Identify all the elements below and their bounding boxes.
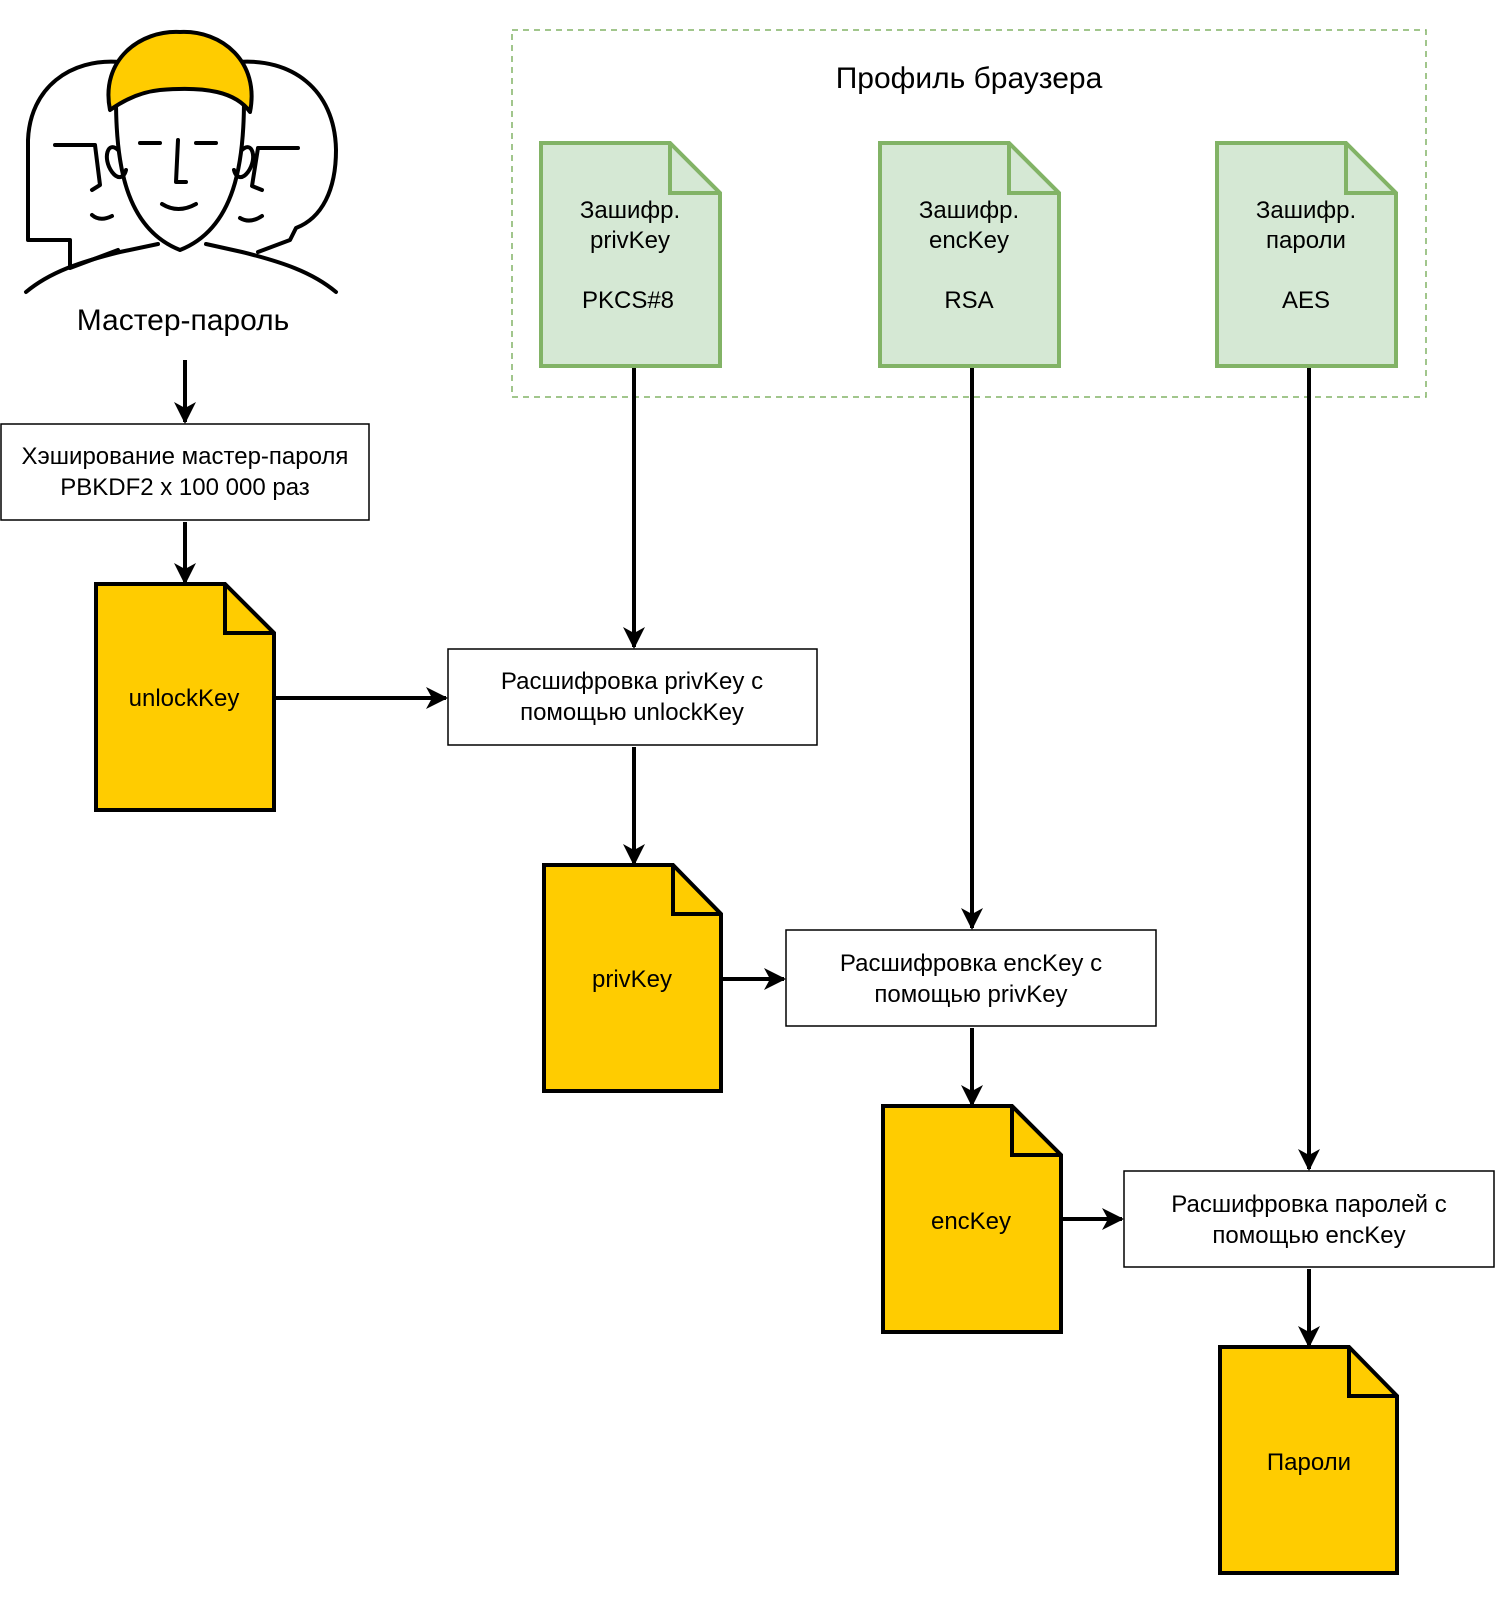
doc-line2: пароли xyxy=(1266,227,1346,254)
process-line2: помощью privKey xyxy=(874,981,1067,1008)
key-label: privKey xyxy=(592,966,672,993)
encrypted-passwords-doc: Зашифр. пароли AES xyxy=(1215,141,1398,368)
encrypted-privkey-doc: Зашифр. privKey PKCS#8 xyxy=(539,141,722,368)
connectors xyxy=(174,360,1320,1348)
decrypt-enckey-box: Расшифровка encKey с помощью privKey xyxy=(785,929,1157,1027)
key-label: unlockKey xyxy=(129,685,240,712)
decrypt-privkey-box: Расшифровка privKey с помощью unlockKey xyxy=(447,648,818,746)
doc-line2: privKey xyxy=(590,227,670,254)
process-line1: Хэширование мастер-пароля xyxy=(22,443,349,470)
key-label: Пароли xyxy=(1267,1449,1351,1476)
process-line2: помощью encKey xyxy=(1212,1222,1405,1249)
master-password-label: Мастер-пароль xyxy=(77,304,290,337)
priv-key-doc: privKey xyxy=(542,863,723,1093)
doc-algorithm: AES xyxy=(1282,287,1330,314)
decrypt-passwords-box: Расшифровка паролей с помощью encKey xyxy=(1123,1170,1495,1268)
doc-algorithm: RSA xyxy=(944,287,993,314)
doc-line1: Зашифр. xyxy=(1256,197,1356,224)
process-line2: помощью unlockKey xyxy=(520,699,744,726)
enc-key-doc: encKey xyxy=(881,1104,1063,1334)
browser-profile-group xyxy=(511,29,1427,398)
process-line1: Расшифровка privKey с xyxy=(501,668,763,695)
doc-line1: Зашифр. xyxy=(580,197,680,224)
process-line1: Расшифровка encKey с xyxy=(840,950,1102,977)
encrypted-enckey-doc: Зашифр. encKey RSA xyxy=(878,141,1061,368)
doc-line2: encKey xyxy=(929,227,1009,254)
doc-line1: Зашифр. xyxy=(919,197,1019,224)
process-line1: Расшифровка паролей с xyxy=(1171,1191,1446,1218)
users-group-icon xyxy=(24,29,338,294)
unlock-key-doc: unlockKey xyxy=(94,582,276,812)
doc-algorithm: PKCS#8 xyxy=(582,287,674,314)
process-line2: PBKDF2 x 100 000 раз xyxy=(60,474,310,501)
key-label: encKey xyxy=(931,1208,1011,1235)
browser-profile-title: Профиль браузера xyxy=(836,62,1103,95)
passwords-doc: Пароли xyxy=(1218,1345,1399,1575)
hash-process-box: Хэширование мастер-пароля PBKDF2 x 100 0… xyxy=(0,423,370,521)
